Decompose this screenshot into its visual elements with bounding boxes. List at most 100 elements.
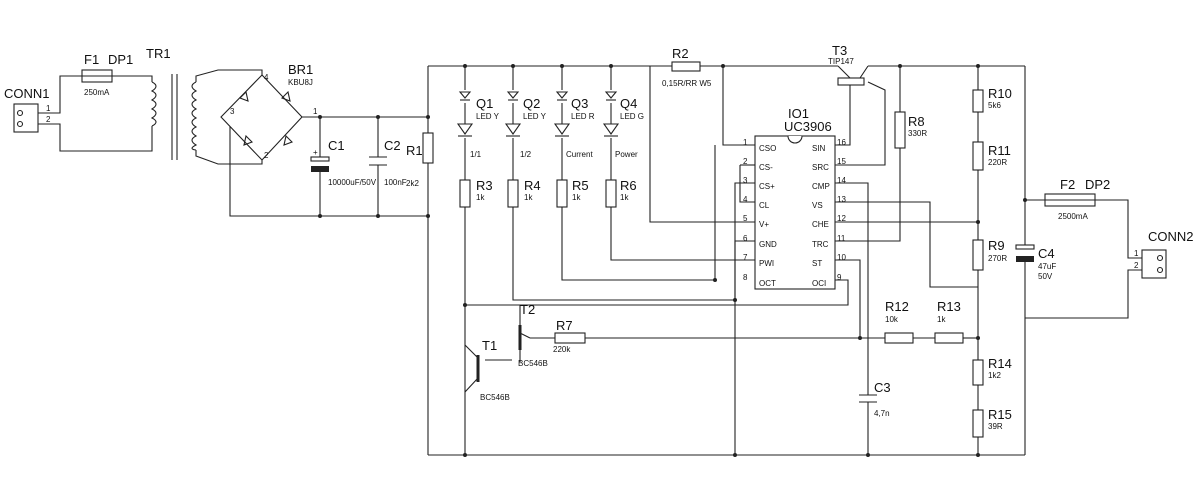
- r14-ref: R14: [988, 356, 1012, 371]
- ic-pin-label-CSO: CSO: [759, 144, 776, 153]
- ic-pin-num-8: 8: [743, 273, 748, 282]
- r9-value: 270R: [988, 254, 1007, 263]
- resistor-r9: R9 270R: [972, 238, 1007, 271]
- conn2-label: CONN2: [1148, 229, 1194, 244]
- ic-part: UC3906: [784, 119, 832, 134]
- ic-pin-label-OCT: OCT: [759, 279, 776, 288]
- junctions: [318, 64, 1027, 457]
- resistor-r2: R2 0,15R/RR W5: [662, 46, 712, 88]
- bridge-rectifier-br1: BR1 KBU8J 1 2 3 4: [220, 62, 318, 161]
- led-q4-group: Q4 LED G Power R6 1k: [602, 91, 644, 208]
- r2-ref: R2: [672, 46, 689, 61]
- c1-ref: C1: [328, 138, 345, 153]
- resistor-r12: R12 10k: [884, 299, 914, 344]
- q4-caption: Power: [615, 150, 638, 159]
- r1-ref: R1: [406, 143, 423, 158]
- transformer-tr1: TR1: [146, 46, 198, 160]
- r15-value: 39R: [988, 422, 1003, 431]
- r15-ref: R15: [988, 407, 1012, 422]
- fuse-f2: F2 DP2 2500mA: [1044, 177, 1110, 221]
- t3-value: TIP147: [828, 57, 854, 66]
- f1-value: 250mA: [84, 88, 110, 97]
- r11-value: 220R: [988, 158, 1007, 167]
- ic-pin-label-CMP: CMP: [812, 182, 830, 191]
- ic-pin-label-V+: V+: [759, 220, 769, 229]
- ic-pin-label-OCI: OCI: [812, 279, 826, 288]
- r11-ref: R11: [988, 143, 1011, 158]
- led-q2-group: Q2 LED Y 1/2 R4 1k: [504, 91, 547, 208]
- ic-pin-label-CS+: CS+: [759, 182, 775, 191]
- resistor-r15: R15 39R: [972, 407, 1012, 438]
- conn1-label: CONN1: [4, 86, 50, 101]
- q1-caption: 1/1: [470, 150, 482, 159]
- c2-value: 100nF: [384, 178, 407, 187]
- ic-pin-num-6: 6: [743, 234, 748, 243]
- r2-value: 0,15R/RR W5: [662, 79, 712, 88]
- conn1-pin2: 2: [46, 115, 51, 124]
- q1-ref: Q1: [476, 96, 493, 111]
- ic-ref: IO1: [788, 106, 809, 121]
- ic-pin-num-2: 2: [743, 157, 748, 166]
- f1-holder: DP1: [108, 52, 133, 67]
- ic-pin-num-7: 7: [743, 253, 748, 262]
- conn2-pin2: 2: [1134, 261, 1139, 270]
- ic-pin-label-CHE: CHE: [812, 220, 829, 229]
- q2-caption: 1/2: [520, 150, 532, 159]
- ic-pin-label-CL: CL: [759, 201, 770, 210]
- resistor-r10: R10 5k6: [972, 86, 1012, 113]
- r5-ref: R5: [572, 178, 589, 193]
- r14-value: 1k2: [988, 371, 1001, 380]
- r9-ref: R9: [988, 238, 1005, 253]
- ic-pin-num-14: 14: [837, 176, 846, 185]
- t3-ref: T3: [832, 43, 847, 58]
- resistor-r1: R1 2k2: [406, 132, 434, 188]
- t1-value: BC546B: [480, 393, 510, 402]
- ic-pin-label-SIN: SIN: [812, 144, 826, 153]
- led-q1-group: Q1 LED Y 1/1 R3 1k: [456, 91, 500, 208]
- r10-ref: R10: [988, 86, 1012, 101]
- c3-value: 4,7n: [874, 409, 890, 418]
- capacitor-c2: C2 100nF: [369, 138, 407, 187]
- svg-text:+: +: [313, 148, 318, 157]
- r13-value: 1k: [937, 315, 946, 324]
- r3-value: 1k: [476, 193, 485, 202]
- resistor-r14: R14 1k2: [972, 356, 1012, 386]
- f2-holder: DP2: [1085, 177, 1110, 192]
- br1-ref: BR1: [288, 62, 313, 77]
- c3-ref: C3: [874, 380, 891, 395]
- f2-value: 2500mA: [1058, 212, 1088, 221]
- resistor-r11: R11 220R: [972, 141, 1011, 171]
- r13-ref: R13: [937, 299, 961, 314]
- ic-pin-num-13: 13: [837, 195, 846, 204]
- ic-pin-label-CS-: CS-: [759, 163, 773, 172]
- ic-pin-num-10: 10: [837, 253, 846, 262]
- transistor-t2: T2 BC546B: [518, 302, 548, 368]
- br1-value: KBU8J: [288, 78, 313, 87]
- r7-ref: R7: [556, 318, 573, 333]
- q3-caption: Current: [566, 150, 593, 159]
- transistor-t1: T1 BC546B: [476, 338, 510, 402]
- ic-pin-num-11: 11: [837, 234, 846, 243]
- ic-pin-num-1: 1: [743, 138, 748, 147]
- resistor-r7: R7 220k: [553, 318, 586, 354]
- r4-ref: R4: [524, 178, 541, 193]
- conn2-pin1: 1: [1134, 249, 1139, 258]
- ic-pin-label-SRC: SRC: [812, 163, 829, 172]
- q3-ref: Q3: [571, 96, 588, 111]
- tr1-ref: TR1: [146, 46, 171, 61]
- capacitor-c1: + C1 10000uF/50V: [310, 138, 377, 187]
- ic-pin-label-GND: GND: [759, 240, 777, 249]
- connector-conn2: CONN2 1 2: [1134, 229, 1194, 279]
- ic-pin-num-12: 12: [837, 214, 846, 223]
- f2-ref: F2: [1060, 177, 1075, 192]
- r7-value: 220k: [553, 345, 571, 354]
- transistor-t3: T3 TIP147: [828, 43, 865, 90]
- c1-value: 10000uF/50V: [328, 178, 377, 187]
- wires: [38, 65, 1142, 456]
- ic-pin-label-TRC: TRC: [812, 240, 829, 249]
- q3-type: LED R: [571, 112, 595, 121]
- ic-pin-label-VS: VS: [812, 201, 823, 210]
- f1-ref: F1: [84, 52, 99, 67]
- ic-pin-num-3: 3: [743, 176, 748, 185]
- ic-pin-num-16: 16: [837, 138, 846, 147]
